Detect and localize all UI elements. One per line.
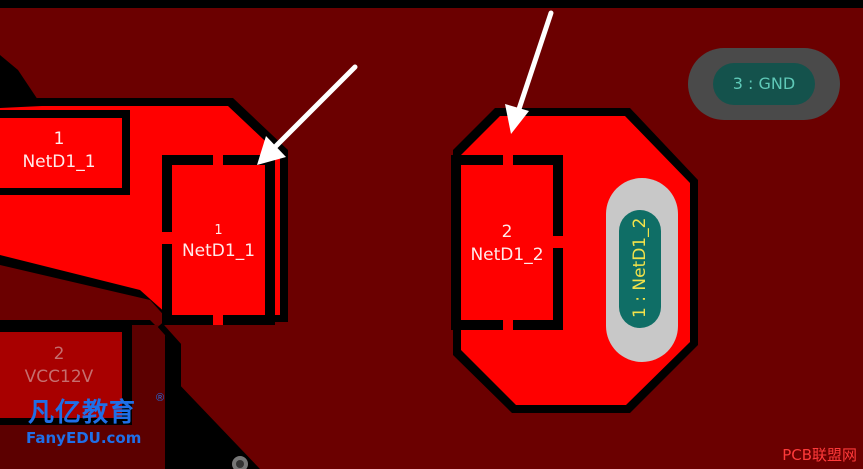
center-pad[interactable]: [172, 165, 265, 315]
logo-chinese-text: 凡亿教育: [28, 398, 137, 428]
right-pad-spoke-right: [551, 236, 563, 248]
center-pad-number: 1: [214, 223, 223, 238]
lower-pad-label: 2 VCC12V: [0, 343, 118, 389]
lower-pad[interactable]: [0, 332, 122, 418]
left-pad-label: 1 NetD1_1: [0, 128, 118, 174]
logo-english-text: FanyEDU.com: [26, 429, 142, 447]
center-pad-net: NetD1_1: [181, 241, 256, 261]
right-pad-spoke-bottom: [503, 318, 513, 330]
annotation-arrow-left: [257, 64, 358, 165]
right-pad[interactable]: [461, 165, 553, 320]
lower-pad-net: VCC12V: [24, 367, 94, 387]
center-pad-label: 1 NetD1_1: [172, 222, 265, 263]
right-pad-spoke-top: [503, 155, 513, 167]
left-edge-gap: [0, 55, 38, 110]
right-pad-net: NetD1_2: [470, 245, 544, 265]
gnd-pad-label: 3 : GND: [732, 74, 796, 93]
right-pad-label: 2 NetD1_2: [461, 221, 553, 267]
slot-pad-label: 1 : NetD1_2: [630, 217, 650, 318]
fanyedu-logo: 凡亿教育 ® FanyEDU.com: [24, 392, 174, 452]
slot-pad-hole: [619, 210, 661, 328]
annotation-arrow-right: [505, 10, 554, 134]
lower-pad-number: 2: [53, 344, 65, 364]
logo-registered-mark: ®: [156, 392, 165, 404]
center-pad-spoke-left: [162, 232, 174, 244]
center-pad-spoke-bottom: [213, 313, 223, 325]
left-pad-net: NetD1_1: [22, 152, 96, 172]
right-pad-number: 2: [501, 222, 513, 242]
left-pad[interactable]: [0, 118, 122, 188]
left-pad-number: 1: [53, 129, 65, 149]
site-watermark: PCB联盟网: [782, 446, 857, 464]
lower-trace-outline: [157, 322, 257, 469]
gnd-pad-hole: [713, 63, 815, 105]
via-hole: [236, 460, 244, 468]
center-pad-spoke-top: [213, 155, 223, 167]
